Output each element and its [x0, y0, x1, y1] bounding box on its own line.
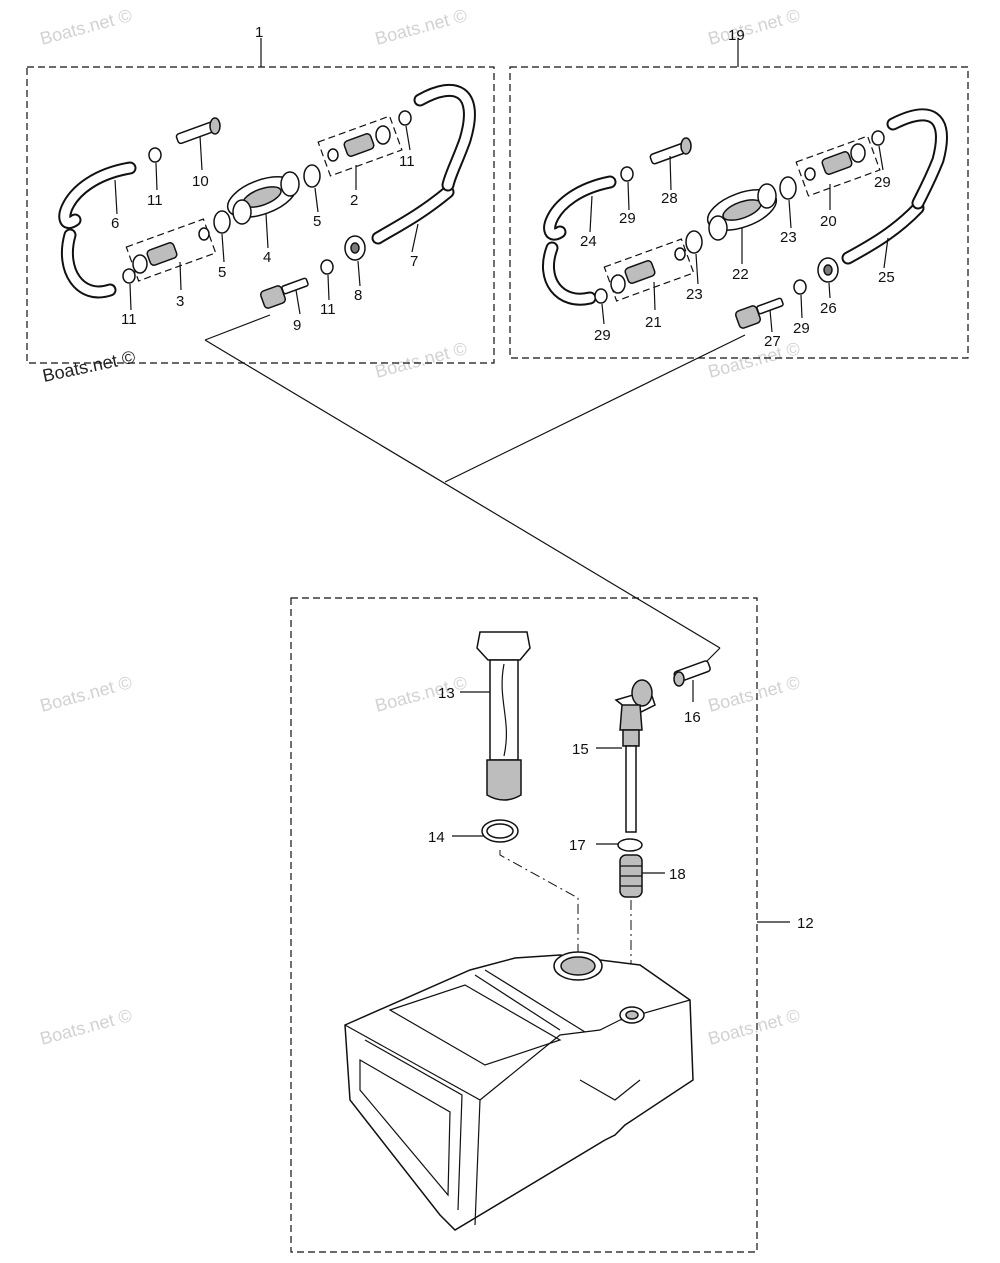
- callout-28: 28: [661, 190, 678, 207]
- callout-7: 7: [410, 253, 418, 270]
- callout-4: 4: [263, 249, 271, 266]
- watermark: Boats.net ©: [38, 1005, 134, 1049]
- callout-23: 23: [686, 286, 703, 303]
- callout-29: 29: [619, 210, 636, 227]
- callout-21: 21: [645, 314, 662, 331]
- callout-22: 22: [732, 266, 749, 283]
- watermark: Boats.net ©: [706, 5, 802, 49]
- callout-11: 11: [320, 301, 336, 318]
- callout-3: 3: [176, 293, 184, 310]
- brand-watermark: Boats.net ©: [41, 347, 137, 386]
- tank-body: [344, 954, 694, 1231]
- callout-18: 18: [669, 866, 686, 883]
- tank-kit-boundary: [290, 597, 758, 1253]
- callout-23: 23: [780, 229, 797, 246]
- callout-2: 2: [350, 192, 358, 209]
- fuel-line-kit-right: 19 20 21 22 23 23 24 25 26 27 28 29 29 2…: [509, 27, 969, 359]
- callout-19: 19: [728, 27, 745, 44]
- callout-16: 16: [684, 709, 701, 726]
- callout-15: 15: [572, 741, 589, 758]
- callout-25: 25: [878, 269, 895, 286]
- watermark: Boats.net ©: [38, 5, 134, 49]
- connection-lines: [204, 314, 746, 667]
- callout-29: 29: [793, 320, 810, 337]
- watermark: Boats.net ©: [38, 672, 134, 716]
- watermark: Boats.net ©: [706, 338, 802, 382]
- watermark: Boats.net ©: [373, 672, 469, 716]
- watermark: Boats.net ©: [706, 672, 802, 716]
- fuel-tank-assembly: 12 13 14 15 16 17 18: [290, 597, 814, 1253]
- callout-11: 11: [121, 311, 137, 328]
- callout-12: 12: [797, 915, 814, 932]
- callout-27: 27: [764, 333, 781, 350]
- callout-1: 1: [255, 24, 263, 41]
- watermark: Boats.net ©: [706, 1005, 802, 1049]
- callout-9: 9: [293, 317, 301, 334]
- callout-5: 5: [313, 213, 321, 230]
- callout-6: 6: [111, 215, 119, 232]
- watermark: Boats.net ©: [373, 5, 469, 49]
- callout-11: 11: [399, 153, 415, 170]
- callout-26: 26: [820, 300, 837, 317]
- callout-24: 24: [580, 233, 597, 250]
- callout-5: 5: [218, 264, 226, 281]
- fuel-line-kit-left: 1 2 3 4 5 5 6 7 8 9 10 11 11 11 11: [26, 24, 495, 364]
- callout-8: 8: [354, 287, 362, 304]
- callout-17: 17: [569, 837, 586, 854]
- callout-29: 29: [874, 174, 891, 191]
- callout-11: 11: [147, 192, 163, 209]
- callout-20: 20: [820, 213, 837, 230]
- callout-13: 13: [438, 685, 455, 702]
- watermark: Boats.net ©: [373, 338, 469, 382]
- callout-29: 29: [594, 327, 611, 344]
- callout-14: 14: [428, 829, 445, 846]
- callout-10: 10: [192, 173, 209, 190]
